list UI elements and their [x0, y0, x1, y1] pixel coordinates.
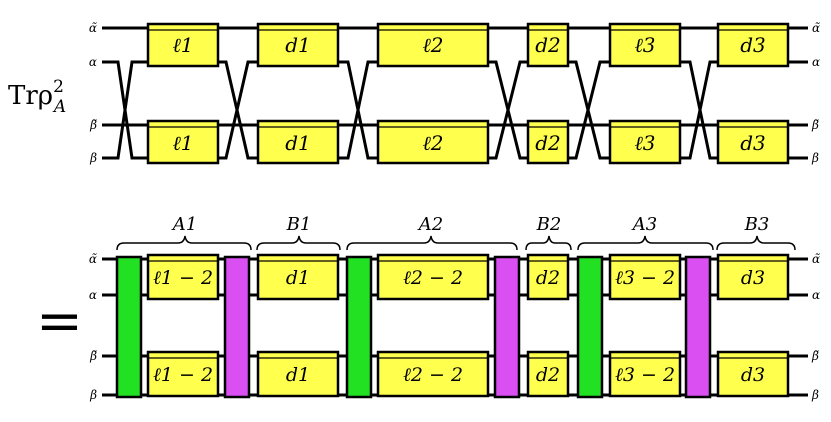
box-l1-top-alpha: ℓ1	[146, 22, 220, 68]
equals-sign: =	[36, 289, 83, 354]
bottom-wire-labels-right: α̃ α β̃ β	[811, 252, 820, 402]
top-boxes-row-beta: ℓ1 d1 ℓ2 d2 ℓ3 d3	[146, 119, 790, 165]
box-l2-minus-2-beta: ℓ2 − 2	[376, 350, 490, 398]
svg-text:ℓ2: ℓ2	[422, 33, 443, 57]
svg-text:B2: B2	[536, 214, 562, 235]
svg-text:ℓ2 − 2: ℓ2 − 2	[403, 364, 463, 386]
svg-text:ℓ1 − 2: ℓ1 − 2	[153, 364, 213, 386]
svg-text:d3: d3	[741, 267, 765, 289]
top-wires	[102, 26, 808, 160]
svg-text:ℓ3 − 2: ℓ3 − 2	[615, 364, 675, 386]
box-l2-top-beta: ℓ2	[376, 119, 490, 165]
green-blocks	[115, 255, 604, 399]
box-l3-top-beta: ℓ3	[608, 119, 682, 165]
svg-text:ℓ2: ℓ2	[422, 131, 443, 155]
box-l1-minus-2-beta: ℓ1 − 2	[146, 350, 220, 398]
svg-text:β̃: β̃	[89, 349, 97, 363]
box-d1-top-alpha: d1	[256, 22, 340, 68]
purple-block-2	[493, 255, 521, 399]
svg-text:A3: A3	[631, 214, 657, 235]
box-l2-minus-2-alpha: ℓ2 − 2	[376, 253, 490, 301]
green-block-2	[345, 255, 373, 399]
svg-text:α: α	[812, 55, 820, 69]
svg-text:d1: d1	[285, 131, 311, 155]
svg-text:d2: d2	[535, 131, 561, 155]
label-alpha-tilde: α̃	[89, 21, 97, 35]
brace-B2: B2	[525, 214, 572, 251]
purple-block-3	[684, 255, 712, 399]
svg-text:α̃: α̃	[89, 252, 97, 266]
svg-text:d2: d2	[536, 364, 560, 386]
svg-text:α: α	[89, 288, 97, 302]
svg-text:ℓ2 − 2: ℓ2 − 2	[403, 267, 463, 289]
box-l3-minus-2-alpha: ℓ3 − 2	[608, 253, 682, 301]
label-beta: β	[89, 151, 97, 165]
svg-text:d1: d1	[285, 33, 311, 57]
top-boxes-row-alpha: ℓ1 d1 ℓ2 d2 ℓ3 d3	[146, 22, 790, 68]
svg-text:α̃: α̃	[812, 21, 820, 35]
svg-text:d3: d3	[741, 364, 765, 386]
svg-text:A2: A2	[417, 214, 443, 235]
purple-blocks	[223, 255, 712, 399]
svg-text:β: β	[811, 388, 819, 402]
box-l1-top-beta: ℓ1	[146, 119, 220, 165]
svg-text:β̃: β̃	[811, 118, 819, 132]
svg-text:B1: B1	[286, 214, 312, 235]
box-d2-alpha: d2	[526, 253, 570, 301]
purple-block-1	[223, 255, 251, 399]
label-beta-tilde: β̃	[89, 118, 97, 132]
svg-text:ℓ1: ℓ1	[172, 33, 193, 57]
svg-text:d1: d1	[286, 267, 310, 289]
brace-A2: A2	[346, 214, 518, 251]
svg-text:ℓ3: ℓ3	[634, 33, 655, 57]
box-l3-minus-2-beta: ℓ3 − 2	[608, 350, 682, 398]
svg-text:ℓ1: ℓ1	[172, 131, 193, 155]
svg-text:β: β	[89, 388, 97, 402]
box-d1-beta: d1	[256, 350, 340, 398]
label-alpha: α	[89, 55, 97, 69]
svg-text:ℓ3 − 2: ℓ3 − 2	[615, 267, 675, 289]
brace-A3: A3	[577, 214, 714, 251]
box-d3-top-beta: d3	[716, 119, 790, 165]
svg-text:ℓ1 − 2: ℓ1 − 2	[153, 267, 213, 289]
box-d1-alpha: d1	[256, 253, 340, 301]
box-d3-top-alpha: d3	[716, 22, 790, 68]
svg-text:d2: d2	[535, 33, 561, 57]
brace-A1: A1	[116, 214, 252, 251]
box-d3-beta: d3	[716, 350, 790, 398]
svg-text:d3: d3	[740, 33, 766, 57]
top-wire-labels-left: α̃ α β̃ β	[89, 21, 97, 165]
svg-text:β̃: β̃	[811, 349, 819, 363]
svg-text:α̃: α̃	[812, 252, 820, 266]
green-block-3	[576, 255, 604, 399]
svg-text:d3: d3	[740, 131, 766, 155]
svg-text:d2: d2	[536, 267, 560, 289]
box-l3-top-alpha: ℓ3	[608, 22, 682, 68]
box-l2-top-alpha: ℓ2	[376, 22, 490, 68]
bottom-boxes-row-beta: ℓ1 − 2 d1 ℓ2 − 2 d2 ℓ3 − 2 d3	[146, 350, 790, 398]
svg-text:A1: A1	[171, 214, 197, 235]
brace-B1: B1	[256, 214, 341, 251]
green-block-1	[115, 255, 143, 399]
svg-text:B3: B3	[744, 214, 770, 235]
box-d3-alpha: d3	[716, 253, 790, 301]
box-d2-beta: d2	[526, 350, 570, 398]
svg-text:α: α	[812, 288, 820, 302]
bottom-braces: A1 B1 A2 B2 A3 B3	[116, 214, 796, 251]
svg-text:d1: d1	[286, 364, 310, 386]
bottom-boxes-row-alpha: ℓ1 − 2 d1 ℓ2 − 2 d2 ℓ3 − 2 d3	[146, 253, 790, 301]
box-d2-top-beta: d2	[526, 119, 570, 165]
box-l1-minus-2-alpha: ℓ1 − 2	[146, 253, 220, 301]
bottom-wire-labels-left: α̃ α β̃ β	[89, 252, 97, 402]
top-wire-labels-right: α̃ α β̃ β	[811, 21, 820, 165]
svg-text:ℓ3: ℓ3	[634, 131, 655, 155]
wire-alpha-crossings	[102, 60, 808, 160]
box-d1-top-beta: d1	[256, 119, 340, 165]
brace-B3: B3	[716, 214, 796, 251]
svg-text:β: β	[811, 151, 819, 165]
box-d2-top-alpha: d2	[526, 22, 570, 68]
